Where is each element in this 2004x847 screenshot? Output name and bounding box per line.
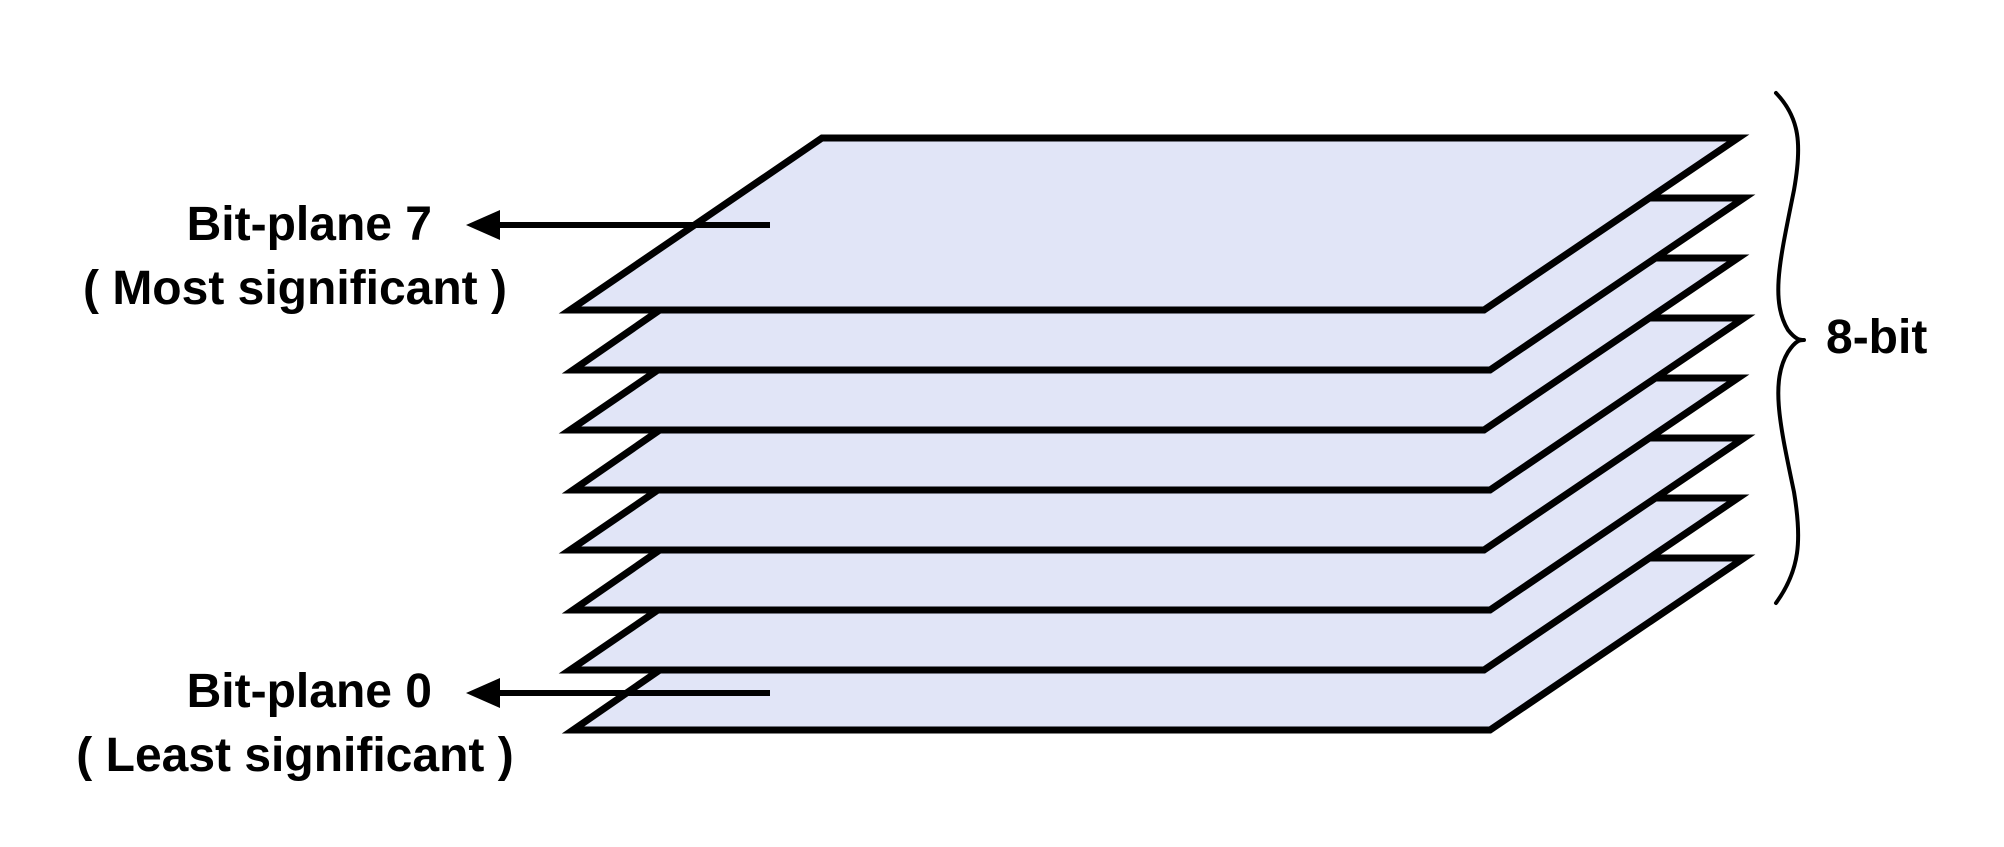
curly-brace [1774, 91, 1806, 605]
bottom-plane-note: ( Least significant ) [76, 729, 513, 782]
plane-stack [558, 134, 1756, 734]
top-plane-label: Bit-plane 7 [187, 198, 432, 251]
bottom-arrow [466, 678, 770, 708]
top-arrow [466, 210, 770, 240]
bottom-plane-label: Bit-plane 0 [187, 665, 432, 718]
top-arrow-head [466, 210, 500, 240]
bit-plane-7 [558, 134, 1750, 314]
bit-depth-label: 8-bit [1826, 311, 1927, 364]
top-plane-note: ( Most significant ) [83, 262, 507, 315]
bottom-arrow-head [466, 678, 500, 708]
